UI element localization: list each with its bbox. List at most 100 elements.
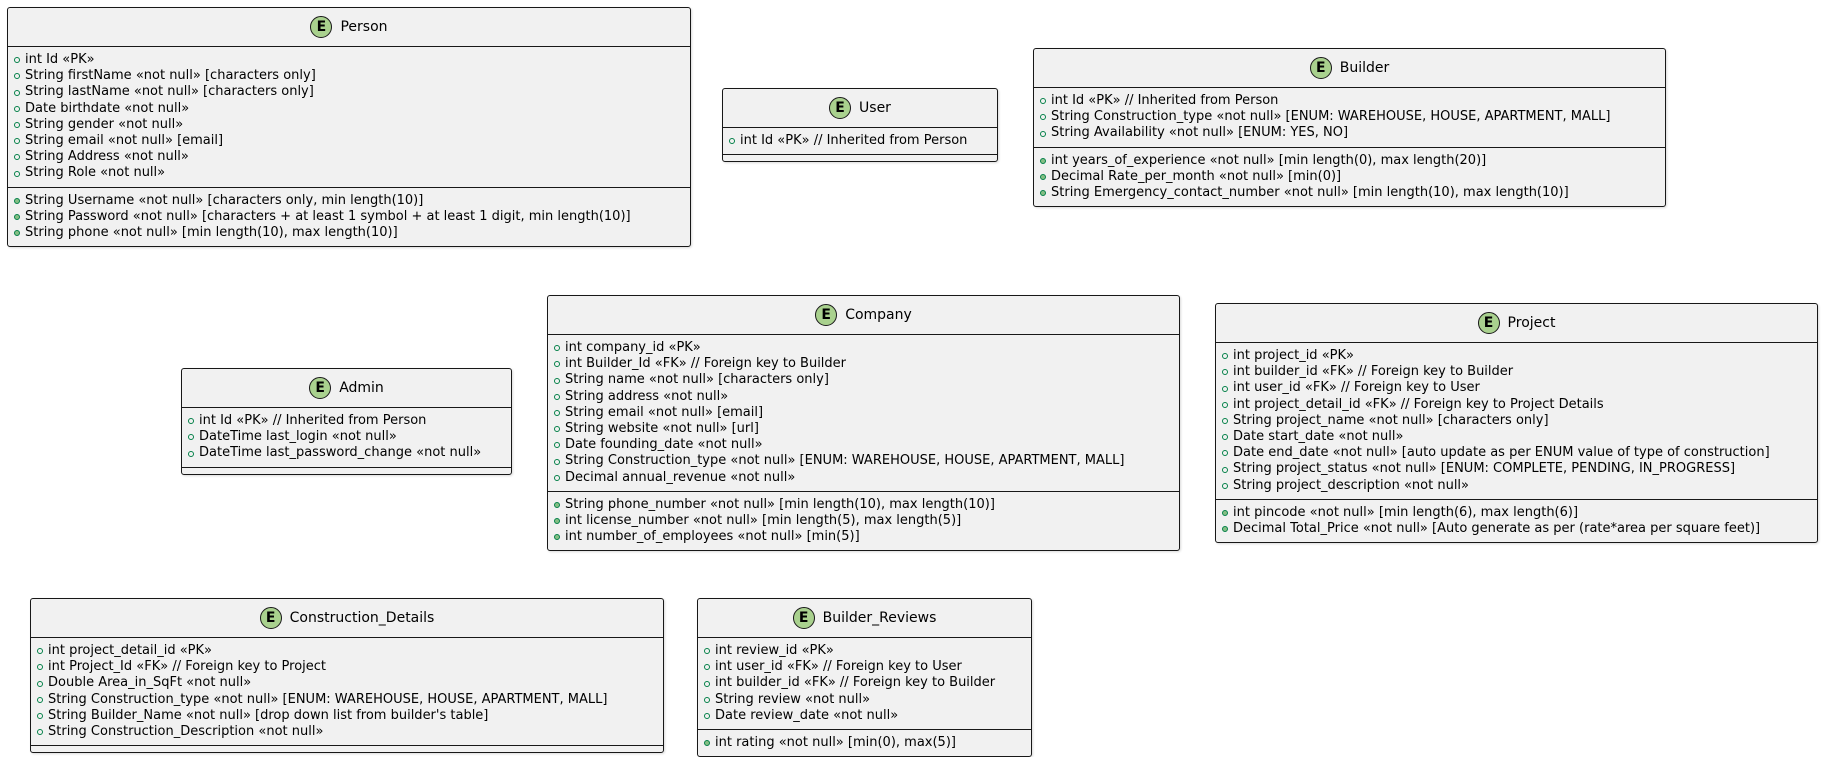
public-field-icon xyxy=(1222,434,1228,441)
entity-methods: String Username «not null» [characters o… xyxy=(8,188,690,247)
public-field-icon xyxy=(554,442,560,449)
field-text: String Construction_type «not null» [ENU… xyxy=(565,453,1125,469)
field-text: String review «not null» xyxy=(715,691,871,707)
public-method-icon xyxy=(554,518,560,525)
method-text: int number_of_employees «not null» [min(… xyxy=(565,529,860,545)
method-text: Decimal Rate_per_month «not null» [min(0… xyxy=(1051,168,1342,184)
public-field-icon xyxy=(729,138,735,145)
entity-field: int project_detail_id «PK» xyxy=(37,643,657,659)
entity-field: DateTime last_password_change «not null» xyxy=(188,445,505,461)
field-text: String Construction_Description «not nul… xyxy=(48,724,324,740)
entity-field: int user_id «FK» // Foreign key to User xyxy=(1222,380,1811,396)
public-field-icon xyxy=(1222,450,1228,457)
entity-field: Decimal annual_revenue «not null» xyxy=(554,470,1173,486)
entity-field: Date founding_date «not null» xyxy=(554,437,1173,453)
entity-icon: E xyxy=(259,607,282,629)
field-text: String website «not null» [url] xyxy=(565,421,759,437)
entity-field: int Project_Id «FK» // Foreign key to Pr… xyxy=(37,659,657,675)
public-field-icon xyxy=(554,426,560,433)
entity-field: int builder_id «FK» // Foreign key to Bu… xyxy=(704,675,1025,691)
field-text: String Availability «not null» [ENUM: YE… xyxy=(1051,125,1349,141)
public-field-icon xyxy=(14,89,20,96)
field-text: String address «not null» xyxy=(565,388,729,404)
public-field-icon xyxy=(554,474,560,481)
public-method-icon xyxy=(554,534,560,541)
public-field-icon xyxy=(1222,466,1228,473)
field-text: DateTime last_password_change «not null» xyxy=(199,445,482,461)
method-text: String Username «not null» [characters o… xyxy=(25,192,424,208)
public-field-icon xyxy=(1040,98,1046,105)
public-field-icon xyxy=(1222,369,1228,376)
entity-field: String website «not null» [url] xyxy=(554,421,1173,437)
entity-field: String project_name «not null» [characte… xyxy=(1222,413,1811,429)
public-field-icon xyxy=(1222,353,1228,360)
entity-header: E Admin xyxy=(182,369,511,408)
public-field-icon xyxy=(554,361,560,368)
method-text: String Password «not null» [characters +… xyxy=(25,208,631,224)
entity-field: int Id «PK» // Inherited from Person xyxy=(729,133,991,149)
method-text: int years_of_experience «not null» [min … xyxy=(1051,152,1487,168)
entity-field: String gender «not null» xyxy=(14,117,684,133)
method-text: int pincode «not null» [min length(6), m… xyxy=(1233,504,1579,520)
entity-field: Date review_date «not null» xyxy=(704,708,1025,724)
entity-field: String Role «not null» xyxy=(14,165,684,181)
field-text: Double Area_in_SqFt «not null» xyxy=(48,675,252,691)
entity-field: String lastName «not null» [characters o… xyxy=(14,84,684,100)
entity-title: Admin xyxy=(339,380,384,396)
method-text: String phone «not null» [min length(10),… xyxy=(25,225,398,241)
entity-field: String Construction_type «not null» [ENU… xyxy=(554,453,1173,469)
entity-field: String Availability «not null» [ENUM: YE… xyxy=(1040,125,1659,141)
entity-icon: E xyxy=(815,304,838,326)
entity-methods xyxy=(723,155,997,161)
public-field-icon xyxy=(14,121,20,128)
entity-method: int pincode «not null» [min length(6), m… xyxy=(1222,505,1811,521)
field-text: int project_detail_id «FK» // Foreign ke… xyxy=(1233,396,1604,412)
entity-title: Builder_Reviews xyxy=(822,610,937,626)
public-method-icon xyxy=(14,230,20,237)
entity-field: String firstName «not null» [characters … xyxy=(14,68,684,84)
entity-field: String Address «not null» xyxy=(14,149,684,165)
field-text: String lastName «not null» [characters o… xyxy=(25,84,314,100)
entity-icon: E xyxy=(310,16,333,38)
entity-field: String Construction_type «not null» [ENU… xyxy=(37,692,657,708)
method-text: int license_number «not null» [min lengt… xyxy=(565,513,962,529)
field-text: String Role «not null» xyxy=(25,165,166,181)
field-text: int Project_Id «FK» // Foreign key to Pr… xyxy=(48,659,327,675)
public-method-icon xyxy=(14,197,20,204)
entity-method: String Password «not null» [characters +… xyxy=(14,209,684,225)
field-text: int Id «PK» xyxy=(25,52,95,67)
entity-field: int project_id «PK» xyxy=(1222,348,1811,364)
field-text: int Id «PK» // Inherited from Person xyxy=(199,413,427,428)
field-text: DateTime last_login «not null» xyxy=(199,429,397,445)
public-method-icon xyxy=(1222,526,1228,533)
public-method-icon xyxy=(1040,173,1046,180)
field-text: int user_id «FK» // Foreign key to User xyxy=(1233,380,1480,396)
field-text: int builder_id «FK» // Foreign key to Bu… xyxy=(715,675,996,691)
entity-icon: E xyxy=(309,377,332,399)
entity-field: int Builder_Id «FK» // Foreign key to Bu… xyxy=(554,356,1173,372)
entity-icon: E xyxy=(1477,312,1500,334)
entity-field: Date start_date «not null» xyxy=(1222,429,1811,445)
field-text: int Builder_Id «FK» // Foreign key to Bu… xyxy=(565,356,847,372)
public-field-icon xyxy=(1222,401,1228,408)
field-text: String project_status «not null» [ENUM: … xyxy=(1233,461,1736,477)
public-field-icon xyxy=(37,712,43,719)
field-text: String Builder_Name «not null» [drop dow… xyxy=(48,707,489,723)
entity-field: int Id «PK» // Inherited from Person xyxy=(188,413,505,429)
field-text: String name «not null» [characters only] xyxy=(565,372,829,388)
public-field-icon xyxy=(188,450,194,457)
entity-admin: E Admin int Id «PK» // Inherited from Pers… xyxy=(181,368,512,475)
entity-field: String review «not null» xyxy=(704,692,1025,708)
entity-method: int rating «not null» [min(0), max(5)] xyxy=(704,735,1025,751)
public-field-icon xyxy=(37,664,43,671)
